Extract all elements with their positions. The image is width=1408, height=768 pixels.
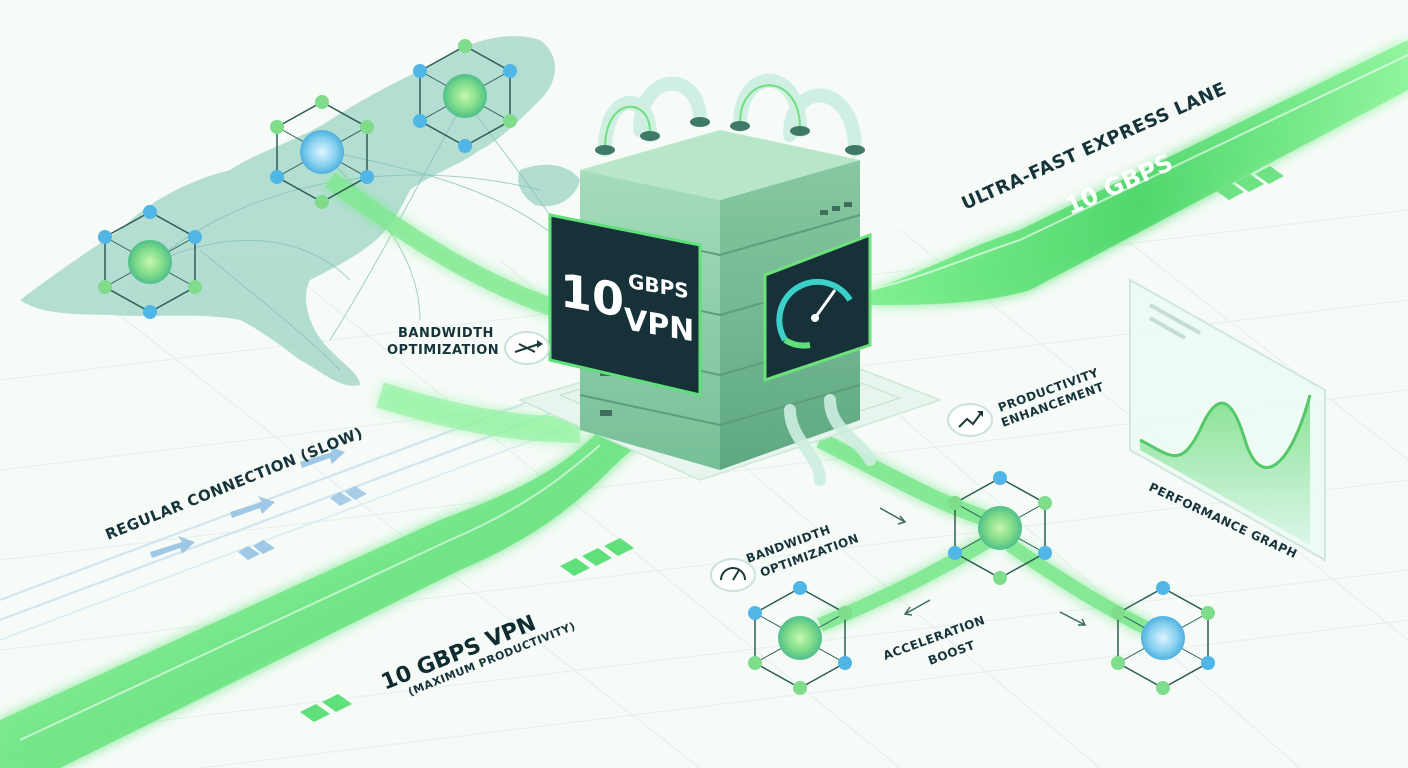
network-node xyxy=(98,205,202,319)
slow-chevrons xyxy=(345,486,367,500)
speedometer-panel xyxy=(763,232,872,383)
main-vpn-lane xyxy=(0,172,690,768)
bandwidth-icon xyxy=(504,331,550,365)
slow-arrow xyxy=(300,446,345,468)
express-lane xyxy=(869,40,1408,305)
performance-graph-panel xyxy=(1129,278,1326,562)
express-chevrons xyxy=(1215,166,1284,200)
speedometer-icon xyxy=(776,278,853,349)
panel-number: 10 xyxy=(560,263,624,328)
network-node xyxy=(270,95,374,209)
slow-chevrons xyxy=(330,492,352,506)
slow-arrow xyxy=(150,536,195,558)
bandwidth-top-line1: BANDWIDTH xyxy=(398,326,494,341)
network-nodes xyxy=(98,39,1215,695)
slow-arrow xyxy=(230,496,275,518)
network-node xyxy=(748,581,852,695)
vpn-chevrons xyxy=(300,538,634,722)
slow-arrows xyxy=(150,446,367,560)
slow-chevrons xyxy=(253,540,275,554)
network-node xyxy=(1111,581,1215,695)
speed-display-panel: 10 GBPS VPN xyxy=(548,213,702,397)
flow-arrows xyxy=(879,507,1087,626)
bandwidth-top-label: BANDWIDTH xyxy=(398,326,494,341)
bandwidth-top-line2: OPTIMIZATION xyxy=(387,343,499,358)
slow-chevrons xyxy=(238,546,260,560)
trend-up-icon xyxy=(947,403,993,437)
network-node xyxy=(413,39,517,153)
performance-curve xyxy=(1140,395,1310,545)
gauge-icon xyxy=(710,558,756,592)
network-node xyxy=(948,471,1052,585)
bandwidth-top-label-2: OPTIMIZATION xyxy=(387,343,499,358)
